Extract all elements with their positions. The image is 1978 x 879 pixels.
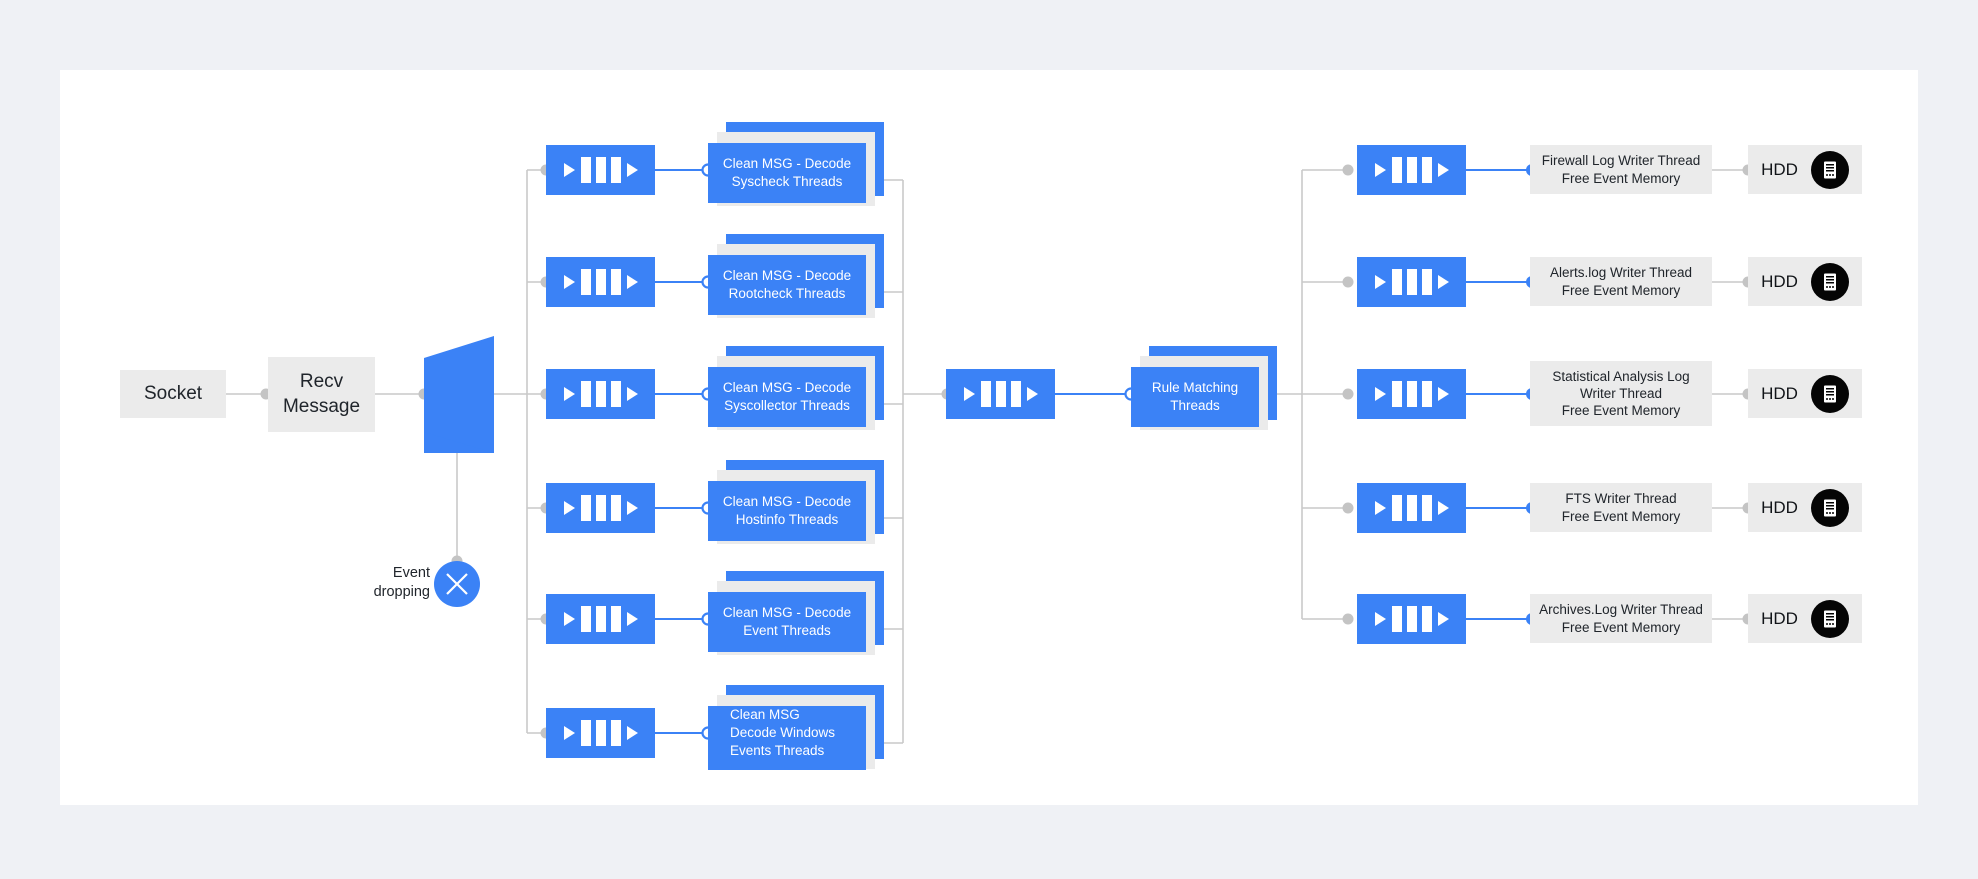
queue-icon [963,381,1038,407]
writer-thread-alerts[interactable]: Alerts.log Writer Thread Free Event Memo… [1530,257,1712,306]
storage-hdd-statistical[interactable]: HDD [1748,369,1862,418]
queue-icon [1374,606,1449,632]
socket-box[interactable]: Socket [120,370,226,418]
decode-thread-line1: Clean MSG - Decode [722,605,852,621]
writer-thread-line2: Free Event Memory [1561,508,1681,524]
queue-statistical[interactable] [1357,369,1466,419]
recv-message-line1: Recv [299,371,344,393]
disk-document-icon [1810,488,1849,527]
hdd-label: HDD [1761,159,1798,179]
writer-thread-fts[interactable]: FTS Writer Thread Free Event Memory [1530,483,1712,532]
queue-icon [563,381,638,407]
queue-icon [1374,495,1449,521]
queue-fts[interactable] [1357,483,1466,533]
writer-thread-line2: Free Event Memory [1561,619,1681,635]
decode-thread-line1: Clean MSG - Decode [722,268,852,284]
writer-thread-line2: Free Event Memory [1561,170,1681,186]
message-dispatcher-trapezoid[interactable] [424,336,494,453]
stack-layer-front: Clean MSG - Decode Hostinfo Threads [708,481,866,541]
stack-layer-front: Clean MSG - Decode Syscheck Threads [708,143,866,203]
rule-matching-threads[interactable]: Rule Matching Threads [1131,346,1277,442]
event-dropping-x-icon[interactable] [434,561,480,607]
storage-hdd-firewall[interactable]: HDD [1748,145,1862,194]
stack-layer-front: Rule Matching Threads [1131,367,1259,427]
queue-firewall-log[interactable] [1357,145,1466,195]
decode-thread-syscollector[interactable]: Clean MSG - Decode Syscollector Threads [708,346,884,442]
writer-thread-line2: Writer Thread [1579,385,1663,401]
writer-thread-line1: Firewall Log Writer Thread [1541,153,1701,169]
storage-hdd-archives[interactable]: HDD [1748,594,1862,643]
queue-icon [563,495,638,521]
event-dropping-label: Event dropping [330,564,430,602]
queue-decode-hostinfo[interactable] [546,483,655,533]
hdd-label: HDD [1761,383,1798,403]
decode-thread-line2: Rootcheck Threads [728,286,846,301]
disk-document-icon [1810,374,1849,413]
disk-document-icon [1810,150,1849,189]
queue-icon [1374,381,1449,407]
writer-thread-archives[interactable]: Archives.Log Writer Thread Free Event Me… [1530,594,1712,643]
writer-thread-line1: Statistical Analysis Log [1552,368,1690,384]
stack-layer-front: Clean MSG Decode Windows Events Threads [708,706,866,770]
queue-icon [563,269,638,295]
decode-thread-winevents[interactable]: Clean MSG Decode Windows Events Threads [708,685,884,781]
decode-thread-rootcheck[interactable]: Clean MSG - Decode Rootcheck Threads [708,234,884,330]
queue-rule-matching[interactable] [946,369,1055,419]
queue-decode-winevents[interactable] [546,708,655,758]
storage-hdd-fts[interactable]: HDD [1748,483,1862,532]
writer-thread-line1: Archives.Log Writer Thread [1539,602,1703,618]
writer-thread-firewall[interactable]: Firewall Log Writer Thread Free Event Me… [1530,145,1712,194]
decode-thread-line1: Clean MSG [730,707,800,722]
queue-alerts-log[interactable] [1357,257,1466,307]
decode-thread-event[interactable]: Clean MSG - Decode Event Threads [708,571,884,667]
stack-layer-front: Clean MSG - Decode Syscollector Threads [708,367,866,427]
decode-thread-line3: Events Threads [730,742,825,758]
queue-archives-log[interactable] [1357,594,1466,644]
storage-hdd-alerts[interactable]: HDD [1748,257,1862,306]
decode-thread-line2: Event Threads [743,623,831,638]
trapezoid-shape [424,336,494,453]
socket-label: Socket [143,382,203,404]
recv-message-box[interactable]: Recv Message [268,357,375,432]
decode-thread-line2: Hostinfo Threads [735,512,839,527]
decode-thread-hostinfo[interactable]: Clean MSG - Decode Hostinfo Threads [708,460,884,556]
hdd-label: HDD [1761,497,1798,517]
queue-icon [1374,269,1449,295]
writer-thread-line2: Free Event Memory [1561,282,1681,298]
decode-thread-syscheck[interactable]: Clean MSG - Decode Syscheck Threads [708,122,884,218]
decode-thread-line2: Syscheck Threads [731,174,843,189]
decode-thread-line1: Clean MSG - Decode [722,494,852,510]
queue-icon [563,720,638,746]
queue-icon [563,157,638,183]
recv-message-line2: Message [282,395,361,417]
writer-thread-line3: Free Event Memory [1561,403,1681,419]
queue-decode-syscollector[interactable] [546,369,655,419]
queue-decode-syscheck[interactable] [546,145,655,195]
queue-icon [563,606,638,632]
rule-matching-line2: Threads [1170,398,1220,413]
x-close-icon [446,573,468,595]
decode-thread-line2: Syscollector Threads [724,398,850,413]
hdd-label: HDD [1761,271,1798,291]
decode-thread-line1: Clean MSG - Decode [722,156,852,172]
writer-thread-line1: Alerts.log Writer Thread [1549,265,1693,281]
stack-layer-front: Clean MSG - Decode Event Threads [708,592,866,652]
writer-thread-statistical[interactable]: Statistical Analysis Log Writer Thread F… [1530,361,1712,426]
disk-document-icon [1810,599,1849,638]
queue-decode-rootcheck[interactable] [546,257,655,307]
queue-decode-event[interactable] [546,594,655,644]
hdd-label: HDD [1761,608,1798,628]
decode-thread-line2: Decode Windows [730,724,836,740]
decode-thread-line1: Clean MSG - Decode [722,380,852,396]
event-dropping-line2: dropping [373,583,430,600]
rule-matching-line1: Rule Matching [1151,380,1239,396]
writer-thread-line1: FTS Writer Thread [1565,491,1677,507]
queue-icon [1374,157,1449,183]
stack-layer-front: Clean MSG - Decode Rootcheck Threads [708,255,866,315]
disk-document-icon [1810,262,1849,301]
event-dropping-line1: Event [392,565,430,581]
